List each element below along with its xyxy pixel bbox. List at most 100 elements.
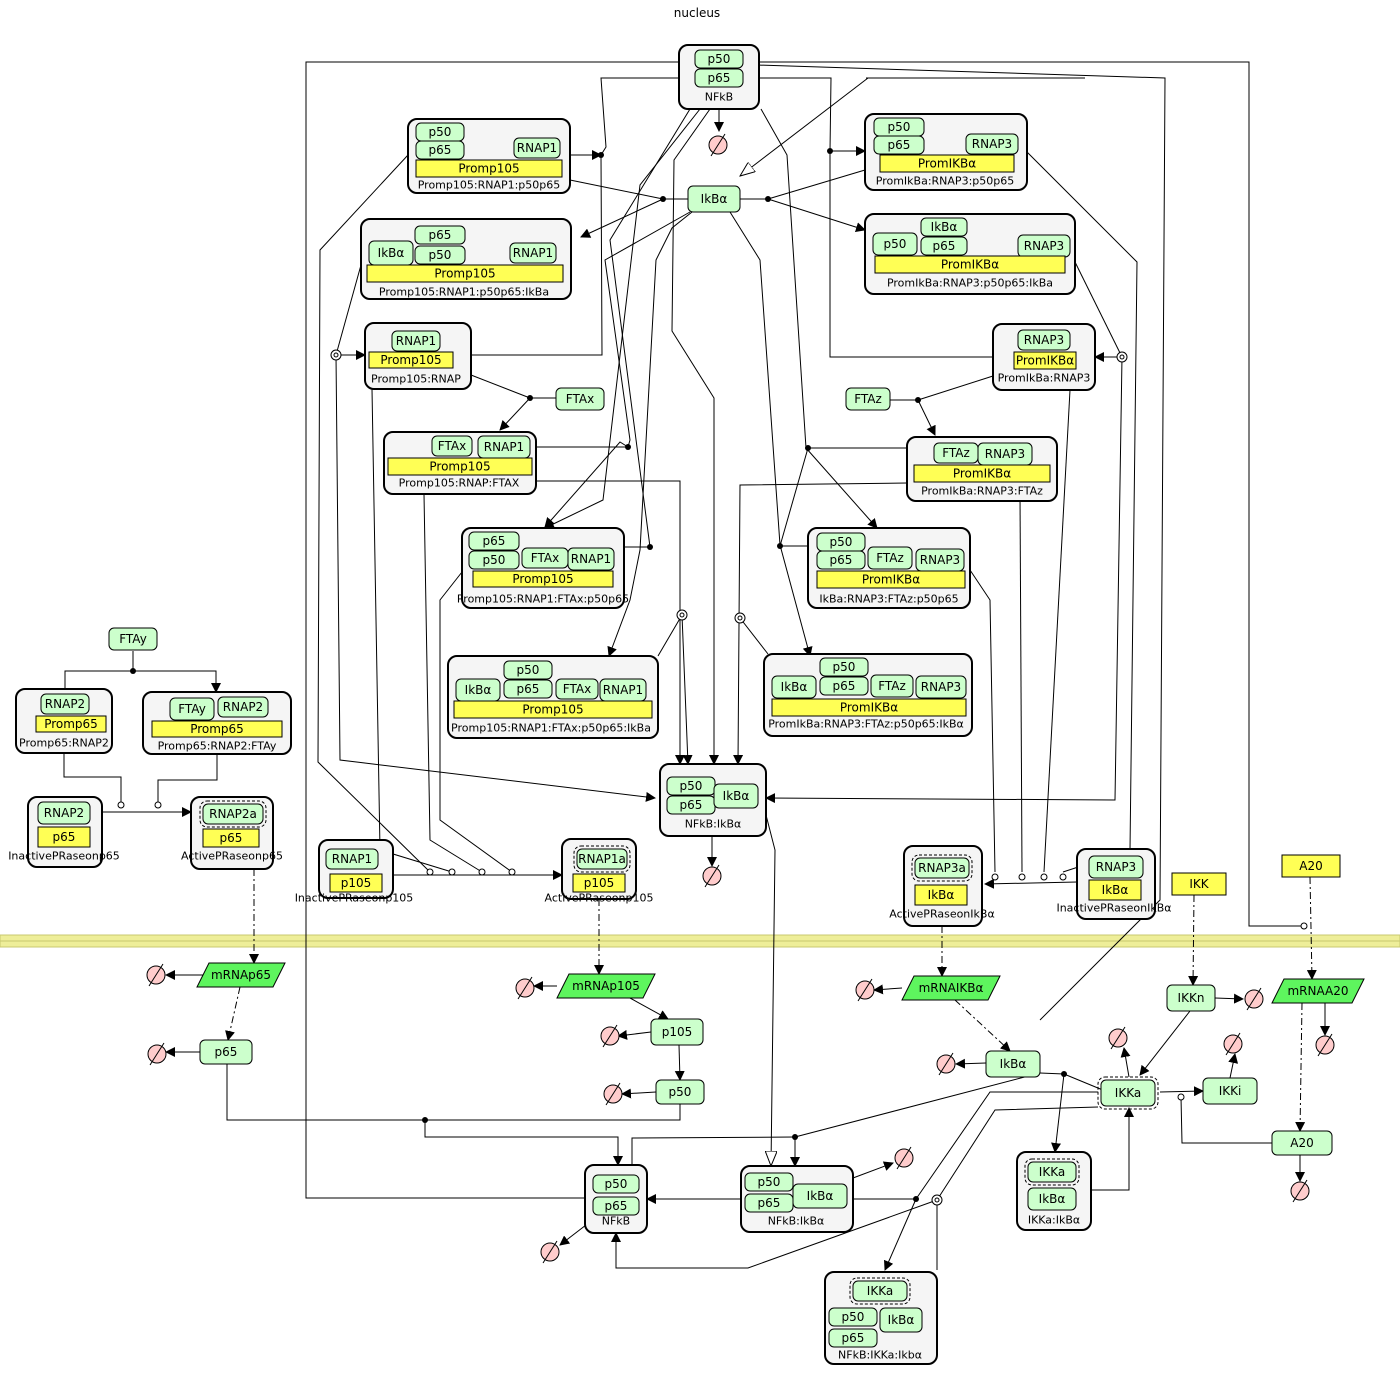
ikb-gene[interactable]: IkBα: [1088, 879, 1142, 901]
ftaz-species[interactable]: FTAz: [870, 674, 914, 698]
rnap3-species[interactable]: RNAP3: [915, 548, 965, 572]
ftay-species[interactable]: FTAy: [169, 697, 215, 721]
p50-species[interactable]: p50: [744, 1172, 794, 1192]
ikka-active-species[interactable]: IKKa: [849, 1277, 911, 1305]
ftax-species[interactable]: FTAx: [431, 435, 473, 457]
promp105-gene[interactable]: Promp105: [387, 457, 533, 476]
p65-species[interactable]: p65: [414, 225, 466, 245]
ftax-species[interactable]: FTAx: [555, 387, 605, 411]
promp105-gene[interactable]: Promp105: [366, 264, 564, 283]
mrnap65-rna[interactable]: mRNAp65: [196, 962, 286, 988]
rnap2-species[interactable]: RNAP2: [217, 696, 269, 718]
ikb-species[interactable]: IkBα: [985, 1050, 1041, 1078]
rnap3-species[interactable]: RNAP3: [977, 442, 1033, 466]
rnap1-species[interactable]: RNAP1: [599, 678, 647, 702]
rnap2-species[interactable]: RNAP2: [37, 801, 91, 825]
p50-species[interactable]: p50: [592, 1174, 640, 1194]
ikb-species[interactable]: IkBα: [368, 240, 414, 266]
promp65-gene[interactable]: Promp65: [35, 715, 107, 733]
mrnaa20-rna[interactable]: mRNAA20: [1271, 978, 1365, 1004]
ikka-active-species[interactable]: IKKa: [1024, 1158, 1080, 1186]
p65-species[interactable]: p65: [503, 679, 553, 699]
promp65-gene[interactable]: Promp65: [151, 720, 283, 738]
p50-species[interactable]: p50: [503, 660, 553, 680]
p105-gene[interactable]: p105: [329, 873, 383, 893]
rnap2-species[interactable]: RNAP2: [40, 693, 90, 715]
ikka-active-species[interactable]: IKKa: [1097, 1076, 1159, 1110]
promikb-gene[interactable]: PromIKBα: [913, 464, 1051, 483]
promp105-gene[interactable]: Promp105: [472, 570, 614, 588]
rnap1-species[interactable]: RNAP1: [477, 435, 531, 459]
ftax-species[interactable]: FTAx: [555, 678, 599, 700]
promp105-gene[interactable]: Promp105: [415, 159, 563, 178]
promikb-gene[interactable]: PromIKBα: [1013, 351, 1077, 370]
p50-species[interactable]: p50: [414, 245, 466, 265]
p50-species[interactable]: p50: [819, 657, 869, 677]
rnap3-species[interactable]: RNAP3: [965, 133, 1019, 155]
p65-species[interactable]: p65: [666, 795, 716, 815]
ikkn-species[interactable]: IKKn: [1166, 984, 1216, 1012]
p65-species[interactable]: p65: [816, 550, 866, 570]
p50-species[interactable]: p50: [694, 49, 744, 69]
p105-species[interactable]: p105: [650, 1018, 704, 1046]
p65-species[interactable]: p65: [415, 140, 465, 160]
p50-species[interactable]: p50: [816, 532, 866, 552]
rnap1-species[interactable]: RNAP1: [567, 547, 615, 571]
p65-species[interactable]: p65: [592, 1196, 640, 1216]
ikb-species[interactable]: IkBα: [792, 1183, 848, 1209]
mrnaikb-rna[interactable]: mRNAIKBα: [901, 975, 1001, 1001]
rnap2a-active-species[interactable]: RNAP2a: [199, 800, 267, 828]
ikki-species[interactable]: IKKi: [1202, 1077, 1258, 1105]
p50-species[interactable]: p50: [666, 776, 716, 796]
rnap1-species[interactable]: RNAP1: [391, 330, 441, 352]
ikb-species[interactable]: IkBα: [687, 185, 741, 213]
ikb-species[interactable]: IkBα: [455, 678, 501, 702]
p65-gene[interactable]: p65: [202, 828, 260, 848]
rnap1-species[interactable]: RNAP1: [513, 137, 561, 159]
ikb-species[interactable]: IkBα: [920, 217, 968, 237]
ikb-gene[interactable]: IkBα: [914, 884, 968, 906]
rnap3-species[interactable]: RNAP3: [1088, 855, 1144, 879]
rnap1-species[interactable]: RNAP1: [509, 242, 557, 264]
ikb-species[interactable]: IkBα: [879, 1307, 923, 1333]
rnap3-species[interactable]: RNAP3: [1017, 234, 1071, 258]
p65-species[interactable]: p65: [744, 1193, 794, 1213]
p65-species[interactable]: p65: [828, 1328, 878, 1348]
promikb-gene[interactable]: PromIKBα: [879, 154, 1015, 173]
ikb-species[interactable]: IkBα: [1027, 1187, 1077, 1211]
p65-species[interactable]: p65: [819, 676, 869, 696]
rnap1-species[interactable]: RNAP1: [325, 848, 379, 870]
rnap1a-active-species[interactable]: RNAP1a: [573, 845, 631, 873]
promikb-gene[interactable]: PromIKBα: [816, 570, 966, 589]
ftax-species[interactable]: FTAx: [521, 547, 569, 569]
p65-gene[interactable]: p65: [37, 826, 91, 848]
rnap3-species[interactable]: RNAP3: [915, 675, 967, 699]
ikk-gene[interactable]: IKK: [1171, 872, 1227, 896]
p50-species[interactable]: p50: [468, 550, 520, 570]
p50-species[interactable]: p50: [872, 232, 918, 256]
ikb-species[interactable]: IkBα: [713, 783, 759, 809]
a20-species[interactable]: A20: [1271, 1130, 1333, 1156]
p65-species[interactable]: p65: [694, 68, 744, 88]
ftay-species[interactable]: FTAy: [108, 627, 158, 651]
